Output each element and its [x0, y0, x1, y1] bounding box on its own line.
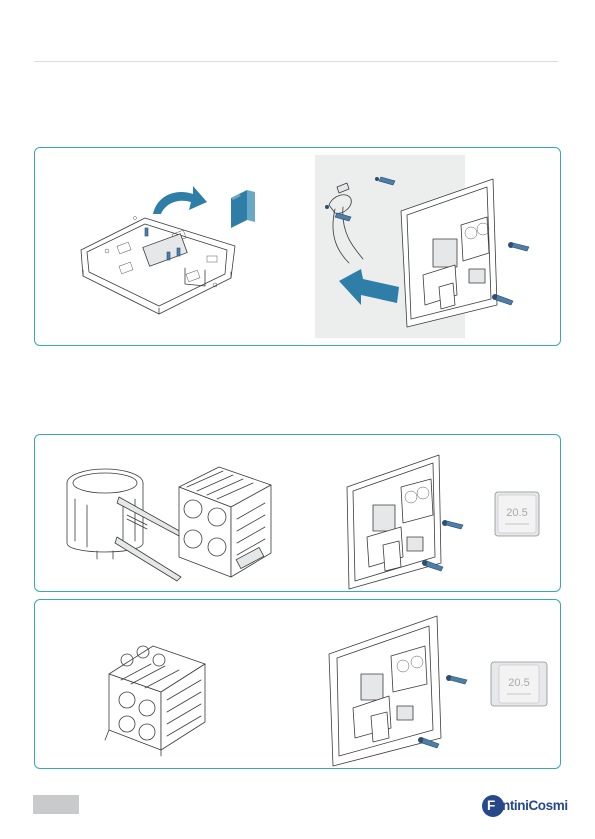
thermostat-display-2: 20.5: [508, 677, 529, 689]
thermostat-illustration-2: 20.5: [491, 662, 551, 712]
back-plate-front-illustration-2: [325, 604, 475, 774]
step-panel-3: 20.5: [34, 599, 561, 769]
fantini-cosmi-logo: FantiniCosmi: [482, 795, 562, 817]
header-rule: [34, 61, 558, 62]
screw-icon: [508, 242, 529, 251]
step-panel-1: [34, 147, 561, 346]
back-plate-illustration: [35, 148, 275, 338]
step-panel-2: 20.5: [34, 434, 561, 592]
page-number-tab: [33, 795, 79, 814]
thermostat-display: 20.5: [506, 507, 527, 519]
back-plate-front-illustration: [343, 441, 493, 591]
wall-mount-illustration: [315, 155, 565, 345]
round-wall-box-illustration: [57, 455, 187, 605]
three-module-box-illustration: [101, 630, 251, 780]
logo-text: FantiniCosmi: [487, 798, 568, 813]
square-wall-box-illustration: [175, 461, 295, 611]
thermostat-illustration: 20.5: [495, 492, 545, 542]
rotate-arrow-icon: [153, 186, 207, 214]
